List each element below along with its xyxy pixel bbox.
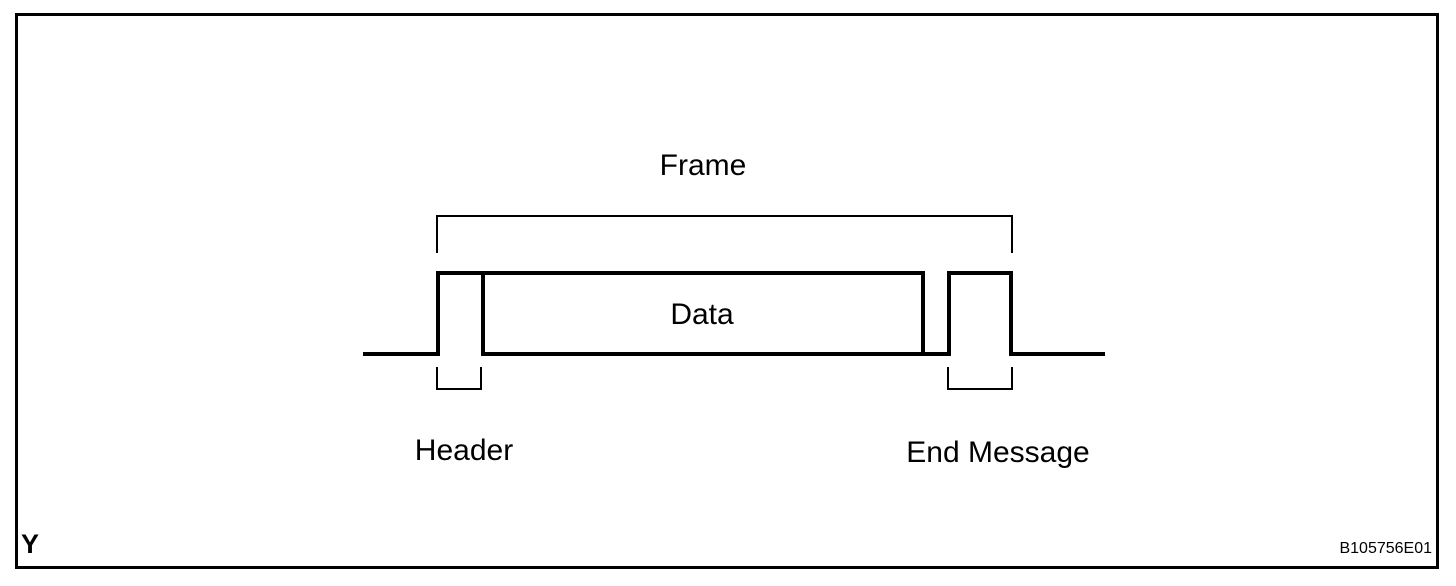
header-bracket-bottom-line: [436, 388, 482, 390]
end-pulse-rising-edge: [947, 271, 951, 356]
data-box-left-edge: [481, 271, 485, 356]
figure-code: B105756E01: [1339, 540, 1432, 557]
header-bracket-right-tick: [480, 367, 482, 390]
end-pulse-falling-edge: [1009, 271, 1013, 356]
header-pulse-rising-edge: [436, 271, 440, 356]
data-label: Data: [670, 298, 734, 331]
end-bracket-left-tick: [947, 367, 949, 390]
header-label: Header: [414, 434, 514, 467]
frame-label: Frame: [659, 149, 747, 182]
frame-bracket-left-tick: [436, 215, 438, 253]
figure-border: [15, 13, 1439, 569]
waveform-baseline-left: [363, 352, 440, 356]
end-bracket-right-tick: [1011, 367, 1013, 390]
frame-bracket-top-line: [436, 215, 1013, 217]
section-marker: Y: [21, 529, 40, 559]
end-pulse-top-line: [947, 271, 1013, 275]
data-box-right-edge: [921, 271, 925, 356]
header-bracket-left-tick: [436, 367, 438, 390]
end-bracket-bottom-line: [947, 388, 1013, 390]
waveform-baseline-right: [1009, 352, 1105, 356]
header-data-top-line: [436, 271, 925, 275]
frame-bracket-right-tick: [1011, 215, 1013, 253]
data-box-bottom-line: [481, 352, 951, 356]
end-message-label: End Message: [906, 436, 1090, 469]
